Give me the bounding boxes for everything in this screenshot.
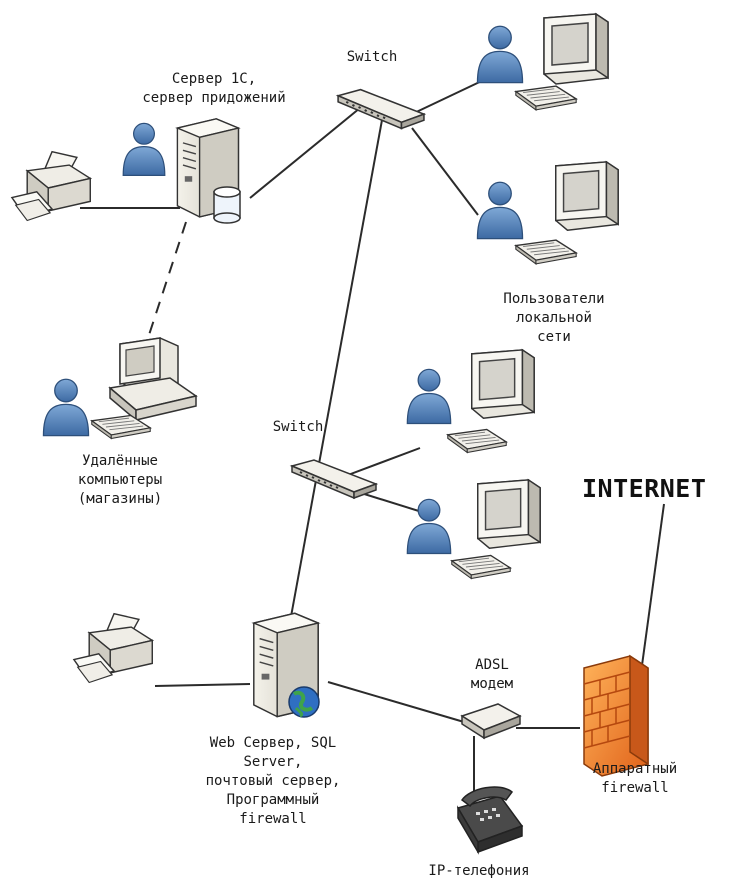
user-icon [122, 122, 166, 177]
adsl-modem-label-line: модем [470, 676, 514, 692]
local-users-label: Пользователи локальной сети [484, 290, 624, 347]
firewall-label-line: firewall [601, 780, 669, 796]
adsl-modem-label: ADSL модем [452, 656, 532, 694]
internet-label: INTERNET [582, 474, 707, 503]
local-users-label-line: Пользователи [503, 291, 605, 307]
link-switch-top-user2 [411, 127, 479, 216]
printer-icon [73, 612, 154, 684]
keyboard-icon [515, 239, 577, 265]
firewall-label: Аппаратный firewall [560, 760, 710, 798]
globe-icon [288, 686, 320, 718]
local-users-label-line: сети [537, 329, 571, 345]
link-switch-mid-user3 [339, 447, 421, 479]
web-server-label: Web Сервер, SQL Server, почтовый сервер,… [168, 734, 378, 829]
link-printer2-webserver [154, 683, 251, 687]
remote-computers-label: Удалённые компьютеры (магазины) [40, 452, 200, 509]
firewall-label-line: Аппаратный [592, 761, 678, 777]
user-icon [406, 368, 452, 425]
connections [80, 77, 665, 800]
adsl-modem-icon [460, 703, 522, 740]
user-icon [42, 378, 90, 437]
switch-mid-label: Switch [272, 419, 324, 435]
web-server-label-line: почтовый сервер, [205, 773, 341, 789]
user-icon [406, 498, 452, 555]
local-users-label-line: локальной [516, 310, 592, 326]
server-1c-label-line: Сервер 1С, [171, 71, 257, 87]
ip-phone-label: IP-телефония [428, 863, 530, 879]
keyboard-icon [447, 428, 507, 454]
link-firewall-internet [639, 503, 665, 681]
remote-computers-label-line: Удалённые [82, 453, 158, 469]
keyboard-icon [515, 85, 577, 111]
remote-computer-icon [108, 337, 198, 422]
switch-mid-icon [290, 458, 378, 500]
web-server-label-line: Server, [243, 754, 303, 770]
remote-computers-label-line: (магазины) [77, 491, 163, 507]
adsl-modem-label-line: ADSL [475, 657, 509, 673]
web-server-label-line: Web Сервер, SQL [209, 735, 337, 751]
user-icon [476, 25, 524, 84]
web-server-label-line: Программный [226, 792, 320, 808]
monitor-icon [470, 349, 535, 419]
keyboard-icon [451, 554, 511, 580]
remote-computers-label-line: компьютеры [77, 472, 163, 488]
web-server-label-line: firewall [239, 811, 307, 827]
ip-phone-icon [456, 786, 524, 855]
link-server1c-switch-top [249, 107, 361, 199]
monitor-icon [554, 161, 619, 231]
firewall-icon [583, 654, 649, 777]
link-webserver-adsl [327, 681, 465, 723]
link-switch-top-webserver [289, 119, 383, 623]
monitor-icon [476, 479, 541, 549]
link-server1c-remote [147, 221, 187, 339]
database-icon [213, 186, 241, 224]
printer-icon [11, 150, 92, 222]
user-icon [476, 181, 524, 240]
server-1c-label-line: сервер придожений [142, 90, 286, 106]
server-1c-label: Сервер 1С, сервер придожений [114, 70, 314, 108]
switch-top-label: Switch [346, 49, 398, 65]
monitor-icon [543, 13, 609, 85]
link-switch-top-user1 [409, 77, 489, 116]
